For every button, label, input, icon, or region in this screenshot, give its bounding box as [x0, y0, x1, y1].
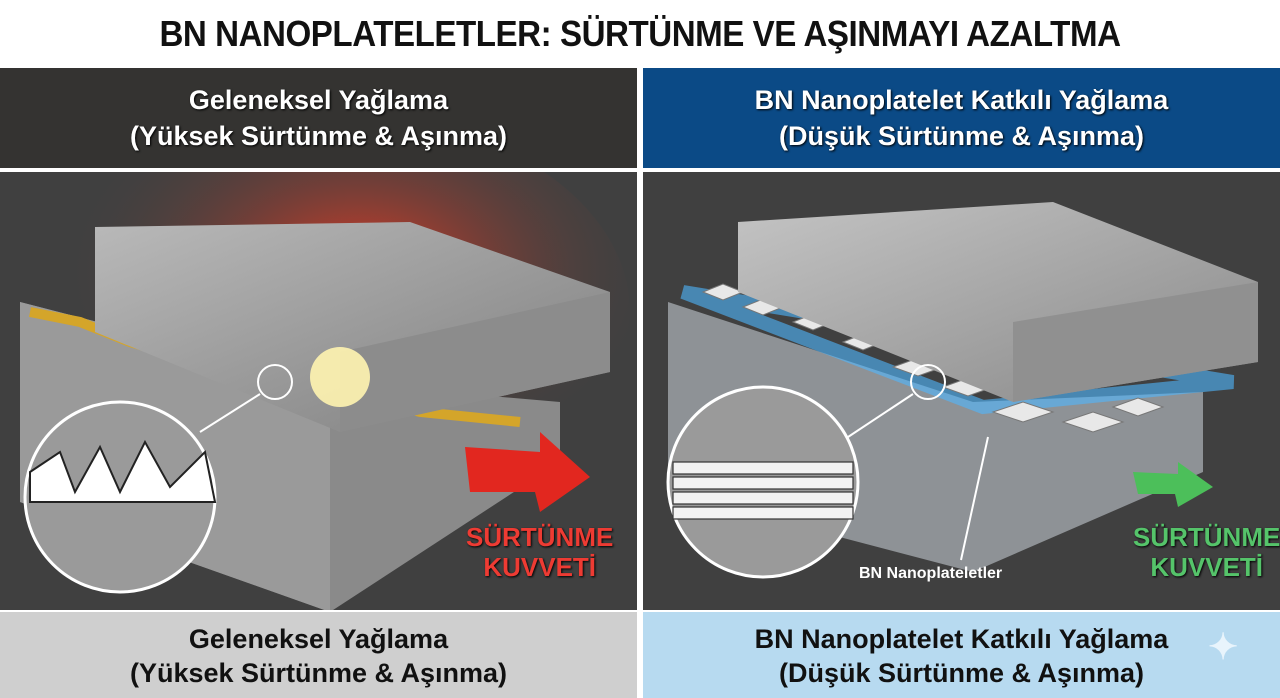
right-footer: BN Nanoplatelet Katkılı Yağlama (Düşük S… [643, 612, 1280, 698]
right-header-title: BN Nanoplatelet Katkılı Yağlama [754, 85, 1169, 115]
friction-wear-diagram [20, 172, 630, 610]
bn-lubrication-illustration: BN Nanoplateletler SÜRTÜNME KUVVETİ [643, 172, 1280, 610]
right-footer-title: BN Nanoplatelet Katkılı Yağlama [754, 624, 1169, 654]
friction-force-label-low: SÜRTÜNME KUVVETİ [1133, 522, 1280, 582]
left-header-subtitle: (Yüksek Sürtünme & Aşınma) [129, 121, 508, 151]
bn-nanoplatelets-label: BN Nanoplateletler [859, 565, 1003, 582]
page-title: BN NANOPLATELETLER: SÜRTÜNME VE AŞINMAYI… [159, 13, 1121, 54]
left-header: Geleneksel Yağlama (Yüksek Sürtünme & Aş… [0, 68, 637, 168]
red-arrow-icon [465, 432, 590, 512]
left-footer-subtitle: (Yüksek Sürtünme & Aşınma) [129, 658, 508, 688]
force-line1: SÜRTÜNME [466, 522, 614, 552]
friction-force-label-high: SÜRTÜNME KUVVETİ [466, 522, 613, 582]
spark-icon [310, 347, 370, 407]
conventional-lubrication-illustration: SÜRTÜNME KUVVETİ [0, 172, 637, 610]
right-header-subtitle: (Düşük Sürtünme & Aşınma) [778, 121, 1145, 151]
force-line1: SÜRTÜNME [1133, 522, 1280, 552]
green-arrow-icon [1133, 462, 1213, 507]
right-header: BN Nanoplatelet Katkılı Yağlama (Düşük S… [643, 68, 1280, 168]
force-line2: KUVVETİ [483, 552, 597, 582]
sparkle-icon: ✦ [1208, 626, 1239, 667]
left-header-title: Geleneksel Yağlama [188, 85, 449, 115]
force-line2: KUVVETİ [1150, 552, 1264, 582]
rough-asperities-icon [29, 439, 217, 503]
layered-platelets-icon [672, 461, 854, 520]
low-friction-diagram [666, 202, 1258, 579]
left-footer-title: Geleneksel Yağlama [188, 624, 449, 654]
right-footer-subtitle: (Düşük Sürtünme & Aşınma) [778, 658, 1145, 688]
callout-line [960, 436, 989, 561]
left-footer: Geleneksel Yağlama (Yüksek Sürtünme & Aş… [0, 612, 637, 698]
